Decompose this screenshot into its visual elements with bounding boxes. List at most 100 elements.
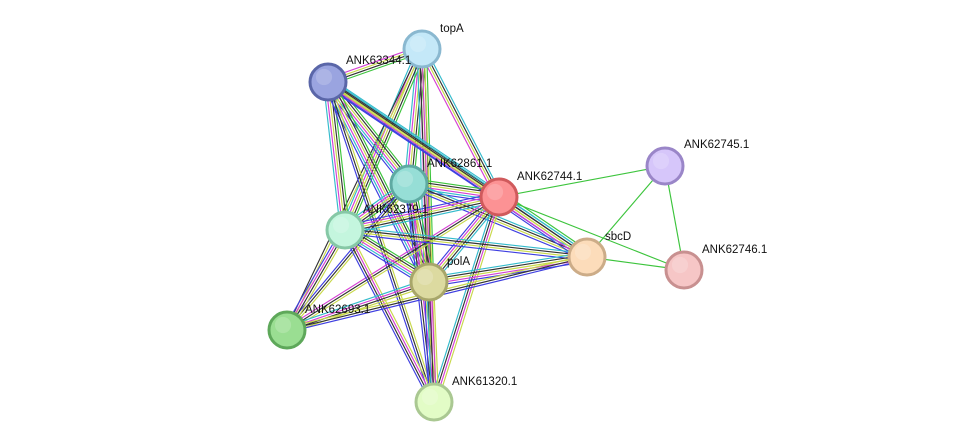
node-highlight bbox=[652, 152, 670, 170]
edge-line-database bbox=[322, 82, 342, 231]
node-pola[interactable] bbox=[409, 262, 449, 302]
edge-line-experimental bbox=[326, 83, 499, 200]
edge-line-experimental bbox=[344, 194, 499, 229]
edge-line-textmining bbox=[327, 81, 346, 231]
edge-line-textmining bbox=[420, 49, 499, 198]
edge-line-coexpression bbox=[327, 81, 435, 403]
edge-line-coexpression bbox=[422, 48, 501, 197]
node-label-ank62746-1: ANK62746.1 bbox=[702, 244, 767, 256]
node-ank62745-1[interactable] bbox=[645, 146, 685, 186]
edge-line-cooccurrence bbox=[325, 82, 433, 403]
edge-line-textmining bbox=[288, 185, 412, 332]
edge-line-textmining bbox=[289, 231, 349, 333]
node-label-ank62693-1: ANK62693.1 bbox=[305, 304, 370, 316]
edge-line-neighborhood bbox=[498, 165, 666, 198]
edge-line-textmining bbox=[329, 81, 437, 402]
node-label-ank62379-1: ANK62379.1 bbox=[363, 204, 428, 216]
edge-line-textmining bbox=[347, 228, 438, 401]
edge-ank62744-1-ank62745-1 bbox=[498, 165, 666, 198]
node-ank62746-1[interactable] bbox=[664, 250, 704, 290]
labels-layer: topAANK63344.1ANK62861.1ANK62744.1ANK627… bbox=[305, 23, 767, 388]
edge-line-coexpression bbox=[432, 196, 499, 402]
edge-line-cooccurrence bbox=[283, 227, 343, 329]
edge-line-experimental bbox=[286, 280, 429, 330]
edge-line-textmining bbox=[433, 281, 440, 402]
node-sbcd[interactable] bbox=[567, 237, 607, 277]
node-highlight bbox=[332, 216, 350, 234]
edge-line-textmining bbox=[436, 197, 503, 404]
edge-line-neighborhood bbox=[413, 49, 428, 185]
edge-line-database bbox=[424, 47, 503, 196]
edge-line-neighborhood bbox=[498, 196, 685, 271]
edge-pola-ank62693-1 bbox=[285, 278, 431, 334]
edge-line-experimental bbox=[285, 194, 499, 329]
edge-ank62744-1-ank61320-1 bbox=[430, 195, 503, 404]
edge-ank63344-1-ank62744-1 bbox=[325, 77, 502, 202]
edge-line-experimental bbox=[325, 82, 344, 231]
node-ank62693-1[interactable] bbox=[267, 310, 307, 350]
edge-ank62379-1-sbcd bbox=[344, 225, 588, 262]
edge-line-database bbox=[330, 77, 502, 194]
edge-sbcd-ank62745-1 bbox=[586, 165, 666, 258]
node-highlight bbox=[396, 170, 414, 188]
edge-line-database bbox=[345, 225, 588, 255]
edge-topa-ank62744-1 bbox=[418, 47, 503, 199]
edge-line-textmining bbox=[287, 198, 501, 333]
node-highlight bbox=[671, 256, 689, 274]
edge-line-coexpression bbox=[328, 79, 501, 196]
edge-ank62379-1-ank61320-1 bbox=[341, 228, 438, 404]
edge-line-textmining bbox=[408, 184, 587, 259]
node-label-pola: polA bbox=[447, 256, 470, 268]
edge-line-database bbox=[428, 251, 587, 279]
edge-line-cooccurrence bbox=[341, 231, 432, 404]
edge-line-textmining bbox=[344, 230, 587, 259]
node-ank62861-1[interactable] bbox=[389, 164, 429, 204]
node-highlight bbox=[274, 316, 292, 334]
node-highlight bbox=[315, 68, 333, 86]
node-label-ank62744-1: ANK62744.1 bbox=[517, 171, 582, 183]
node-ank62379-1[interactable] bbox=[325, 210, 365, 250]
edge-line-textmining bbox=[327, 81, 500, 198]
edge-ank63344-1-ank61320-1 bbox=[325, 81, 437, 403]
edge-line-cooccurrence bbox=[325, 85, 497, 202]
edge-line-cooccurrence bbox=[423, 282, 430, 403]
edge-line-coexpression bbox=[343, 230, 434, 403]
node-ank61320-1[interactable] bbox=[414, 382, 454, 422]
edge-line-experimental bbox=[430, 281, 437, 402]
edge-line-coexpression bbox=[428, 281, 435, 403]
edge-pola-ank61320-1 bbox=[423, 281, 440, 403]
edge-line-coexpression bbox=[346, 49, 425, 232]
node-label-ank63344-1: ANK63344.1 bbox=[346, 55, 411, 67]
edge-line-coexpression bbox=[287, 282, 430, 332]
node-topa[interactable] bbox=[402, 29, 442, 69]
edge-line-database bbox=[430, 195, 497, 402]
edge-line-experimental bbox=[418, 50, 497, 199]
edge-line-coexpression bbox=[345, 228, 588, 257]
node-label-sbcd: sbcD bbox=[605, 231, 631, 243]
node-label-ank62861-1: ANK62861.1 bbox=[427, 158, 492, 170]
node-highlight bbox=[574, 243, 592, 261]
node-label-topa: topA bbox=[440, 23, 464, 35]
node-label-ank62745-1: ANK62745.1 bbox=[684, 139, 749, 151]
edge-line-coexpression bbox=[286, 183, 410, 331]
edge-line-database bbox=[426, 282, 433, 403]
node-ank62744-1[interactable] bbox=[479, 177, 519, 217]
node-highlight bbox=[421, 388, 439, 406]
edge-line-neighborhood bbox=[348, 50, 427, 233]
edge-line-database bbox=[416, 49, 425, 283]
edge-line-cooccurrence bbox=[344, 232, 587, 262]
node-highlight bbox=[416, 268, 434, 286]
edge-line-experimental bbox=[434, 197, 501, 403]
edge-line-textmining bbox=[344, 196, 500, 231]
node-ank63344-1[interactable] bbox=[308, 62, 348, 102]
edge-line-textmining bbox=[287, 284, 431, 334]
edge-line-coexpression bbox=[285, 48, 422, 330]
node-highlight bbox=[486, 183, 504, 201]
edge-line-neighborhood bbox=[586, 165, 666, 258]
node-highlight bbox=[409, 35, 427, 53]
node-label-ank61320-1: ANK61320.1 bbox=[452, 376, 517, 388]
edge-ank62744-1-ank62746-1 bbox=[498, 196, 685, 271]
edge-line-experimental bbox=[345, 229, 436, 402]
edge-line-cooccurrence bbox=[407, 186, 586, 261]
edge-line-coexpression bbox=[345, 198, 500, 233]
